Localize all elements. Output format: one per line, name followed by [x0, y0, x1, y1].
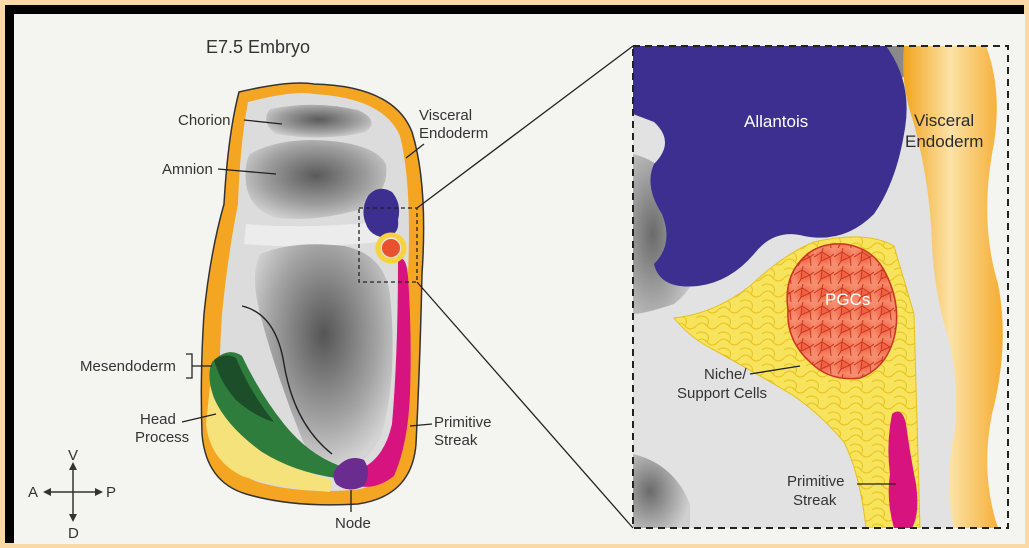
arrow-down-icon	[69, 514, 77, 522]
embryo-diagram: E7.5 Embryo	[14, 14, 1025, 544]
inset-label-streak-2: Streak	[793, 492, 837, 509]
inset-label-niche-2: Support Cells	[677, 385, 767, 402]
chorion-cavity	[266, 105, 371, 138]
figure-title: E7.5 Embryo	[206, 37, 310, 57]
inset-label-streak-1: Primitive	[787, 473, 845, 490]
zoom-line-bottom	[417, 282, 633, 528]
embryo-drawing	[201, 83, 423, 505]
label-mesendoderm: Mesendoderm	[80, 358, 176, 375]
axis-label-v: V	[68, 447, 78, 464]
axis-label-d: D	[68, 525, 79, 542]
pgcs-small	[382, 239, 400, 257]
bracket-mesendoderm	[186, 354, 192, 378]
label-amnion: Amnion	[162, 161, 213, 178]
inset-panel: Allantois Visceral Endoderm PGCs Niche/ …	[633, 46, 1008, 528]
axis-compass: V D A P	[28, 447, 116, 542]
label-streak-1: Primitive	[434, 414, 492, 431]
inset-label-visceral-1: Visceral	[914, 111, 974, 130]
axis-label-p: P	[106, 484, 116, 501]
label-chorion: Chorion	[178, 112, 231, 129]
label-head-2: Process	[135, 429, 189, 446]
label-visceral-2: Endoderm	[419, 125, 488, 142]
figure-border: E7.5 Embryo	[5, 5, 1024, 543]
inset-label-niche-1: Niche/	[704, 366, 747, 383]
label-node: Node	[335, 515, 371, 532]
arrow-right-icon	[95, 488, 103, 496]
inset-label-pgcs: PGCs	[825, 290, 870, 309]
figure-canvas: E7.5 Embryo	[14, 14, 1025, 544]
label-visceral-1: Visceral	[419, 107, 472, 124]
label-streak-2: Streak	[434, 432, 478, 449]
arrow-left-icon	[43, 488, 51, 496]
axis-label-a: A	[28, 484, 38, 501]
label-head-1: Head	[140, 411, 176, 428]
inset-label-visceral-2: Endoderm	[905, 132, 983, 151]
inset-label-allantois: Allantois	[744, 112, 808, 131]
